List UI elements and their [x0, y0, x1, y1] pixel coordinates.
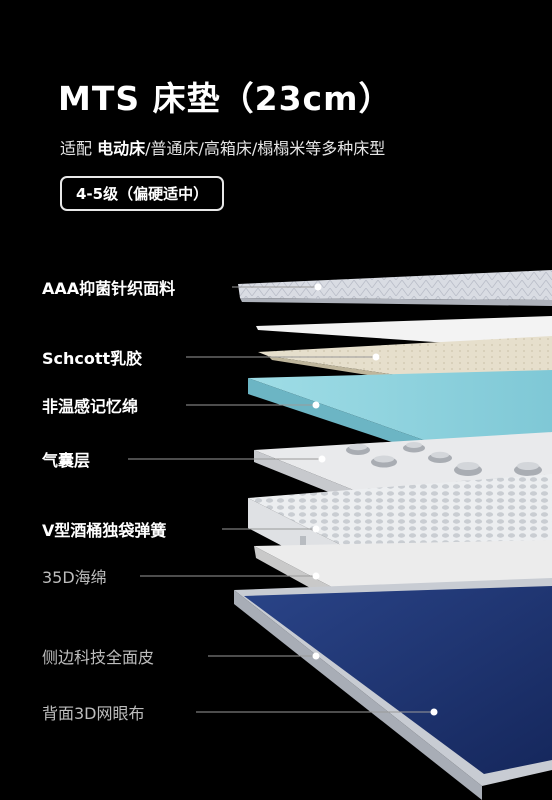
leader-dots	[312, 283, 438, 716]
subtitle-prefix: 适配	[60, 139, 98, 158]
page-title: MTS 床垫（23cm）	[58, 79, 393, 118]
subtitle-highlight: 电动床	[97, 139, 146, 158]
layer-label-springs: V型酒桶独袋弹簧	[42, 521, 167, 540]
layer-label-sponge: 35D海绵	[42, 568, 107, 587]
layer-label-latex: Schcott乳胶	[42, 349, 143, 368]
bottom-frame-layer	[234, 578, 552, 800]
layer-label-memory-foam: 非温感记忆绵	[42, 397, 139, 416]
compatibility-text: 适配 电动床/普通床/高箱床/榻榻米等多种床型	[60, 135, 385, 159]
knit-fabric-layer	[238, 270, 552, 306]
subtitle-rest: /普通床/高箱床/榻榻米等多种床型	[145, 139, 386, 158]
layer-label-mesh-fabric: 背面3D网眼布	[42, 704, 145, 723]
layer-label-air-sac: 气囊层	[42, 451, 91, 470]
leader-lines	[128, 286, 434, 713]
layer-label-side-leather: 侧边科技全面皮	[42, 648, 155, 667]
firmness-badge: 4-5级（偏硬适中）	[60, 176, 225, 211]
layer-label-knit-fabric: AAA抑菌针织面料	[42, 279, 176, 298]
